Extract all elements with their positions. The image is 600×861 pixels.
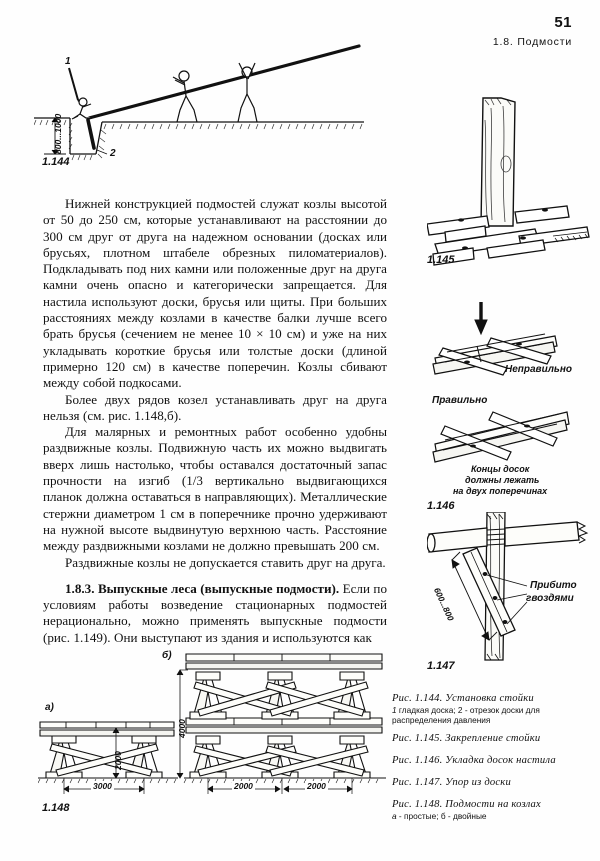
caption-1-147: Рис. 1.147. Упор из доски (392, 776, 588, 789)
caption-1-148-sub: а - простые; б - двойные (392, 811, 588, 821)
figure-1-146-note-line-3: на двух поперечинах (453, 486, 548, 496)
figure-captions-block: Рис. 1.144. Установка стойки 1 гладкая д… (392, 692, 588, 827)
paragraph-2: Более двух рядов козел устанавливать дру… (43, 391, 387, 423)
caption-1-147-title: Рис. 1.147. Упор из доски (392, 776, 511, 788)
figure-1-147-drawing (427, 512, 589, 661)
figure-1-148-drawing (38, 653, 386, 794)
section-heading: 1.8.3. Выпускные леса (выпускные подмост… (65, 580, 340, 596)
section-body-text: Если по условиям работы возведение стаци… (43, 580, 387, 645)
figure-1-146-note-line-1: Концы досок (471, 464, 530, 474)
figure-1-146-drawing (432, 302, 570, 463)
figure-1-145-number: 1.145 (427, 254, 455, 266)
page-number: 51 (554, 14, 572, 31)
figure-1-146-label-wrong: Неправильно (505, 364, 573, 375)
caption-1-144-sub: 1 гладкая доска; 2 - отрезок доски для р… (392, 705, 588, 726)
caption-1-148: Рис. 1.148. Подмости на козлах а - прост… (392, 798, 588, 821)
caption-1-145: Рис. 1.145. Закрепление стойки (392, 732, 588, 745)
figure-1-144-drawing (34, 44, 364, 161)
caption-1-148-sub-text: - простые; б - двойные (396, 810, 487, 821)
figure-1-144-callout-1: 1 (65, 56, 71, 67)
figure-1-144-number: 1.144 (42, 156, 70, 168)
figure-1-148: а) б) 2000 3000 4000 2000 2000 1.148 (38, 644, 386, 816)
figure-1-145-drawing (427, 97, 590, 266)
figure-1-147-note-line-1: Прибито (530, 580, 577, 591)
caption-1-148-sub-marker: а (392, 810, 397, 821)
caption-1-146: Рис. 1.146. Укладка досок настила (392, 754, 588, 767)
figure-1-147: 600...800 Прибито гвоздями 1.147 (427, 512, 595, 672)
figure-1-148-dimension-a-height: 2000 (113, 751, 123, 770)
caption-1-144-sub-text: гладкая доска; 2 - отрезок доски для рас… (392, 705, 540, 726)
figure-1-146-number: 1.146 (427, 500, 455, 512)
figure-1-147-note-line-2: гвоздями (526, 593, 574, 604)
figure-1-145: 1.145 (427, 96, 592, 276)
figure-1-144-dimension: 800...1000 (53, 113, 63, 154)
caption-1-144: Рис. 1.144. Установка стойки 1 гладкая д… (392, 692, 588, 726)
figure-1-148-dimension-b-height: 4000 (177, 719, 187, 738)
section-1-8-3: 1.8.3. Выпускные леса (выпускные подмост… (43, 581, 387, 646)
running-head: 1.8. Подмости (492, 36, 572, 48)
caption-1-145-title: Рис. 1.145. Закрепление стойки (392, 732, 541, 744)
caption-1-146-title: Рис. 1.146. Укладка досок настила (392, 754, 556, 766)
figure-1-144: 800...1000 1 2 1.144 (34, 44, 364, 174)
caption-1-144-title: Рис. 1.144. Установка стойки (392, 693, 534, 704)
figure-1-146: Неправильно Правильно Концы досок должны… (427, 300, 595, 512)
figure-1-148-number: 1.148 (42, 802, 70, 814)
figure-1-148-label-a: а) (45, 702, 54, 713)
figure-1-147-number: 1.147 (427, 660, 455, 672)
body-text-column: Нижней конструкцией подмостей служат коз… (43, 196, 387, 646)
figure-1-148-dimension-a-width: 3000 (91, 781, 114, 791)
caption-1-144-sub-marker: 1 (392, 705, 397, 715)
figure-1-148-label-b: б) (162, 650, 172, 661)
paragraph-1: Нижней конструкцией подмостей служат коз… (43, 196, 387, 391)
figure-1-146-note-line-2: должны лежать (465, 475, 540, 485)
caption-1-148-title: Рис. 1.148. Подмости на козлах (392, 798, 541, 810)
figure-1-148-dimension-b-width-right: 2000 (305, 781, 328, 791)
paragraph-3: Для малярных и ремонтных работ особенно … (43, 424, 387, 554)
paragraph-4: Раздвижные козлы не допускается ставить … (65, 554, 386, 570)
figure-1-144-callout-2: 2 (110, 148, 116, 159)
figure-1-148-dimension-b-width-left: 2000 (232, 781, 255, 791)
figure-1-146-label-right: Правильно (432, 395, 488, 406)
